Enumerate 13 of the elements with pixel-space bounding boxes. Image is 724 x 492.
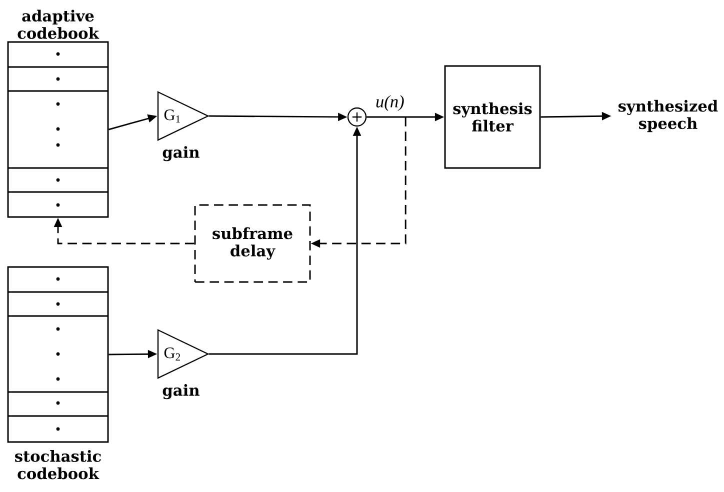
codebook-table: adaptive codebook: [7, 10, 109, 218]
node-label: adaptive codebook: [18, 10, 100, 39]
filter-box: synthesis filter: [444, 65, 541, 169]
edge-label: u(n): [374, 94, 406, 112]
output-label: synthesized speech: [618, 100, 718, 132]
summing-junction: +: [347, 107, 367, 127]
codebook-table: stochastic codebook: [7, 266, 109, 480]
gain-label: gain: [162, 384, 200, 400]
amplifier-triangle: G$_{2}$: [157, 329, 210, 379]
delay-box: subframe delay: [194, 204, 311, 283]
node-label: stochastic codebook: [15, 450, 101, 480]
gain-label: gain: [162, 146, 200, 162]
amplifier-triangle: G$_{1}$: [157, 91, 210, 141]
